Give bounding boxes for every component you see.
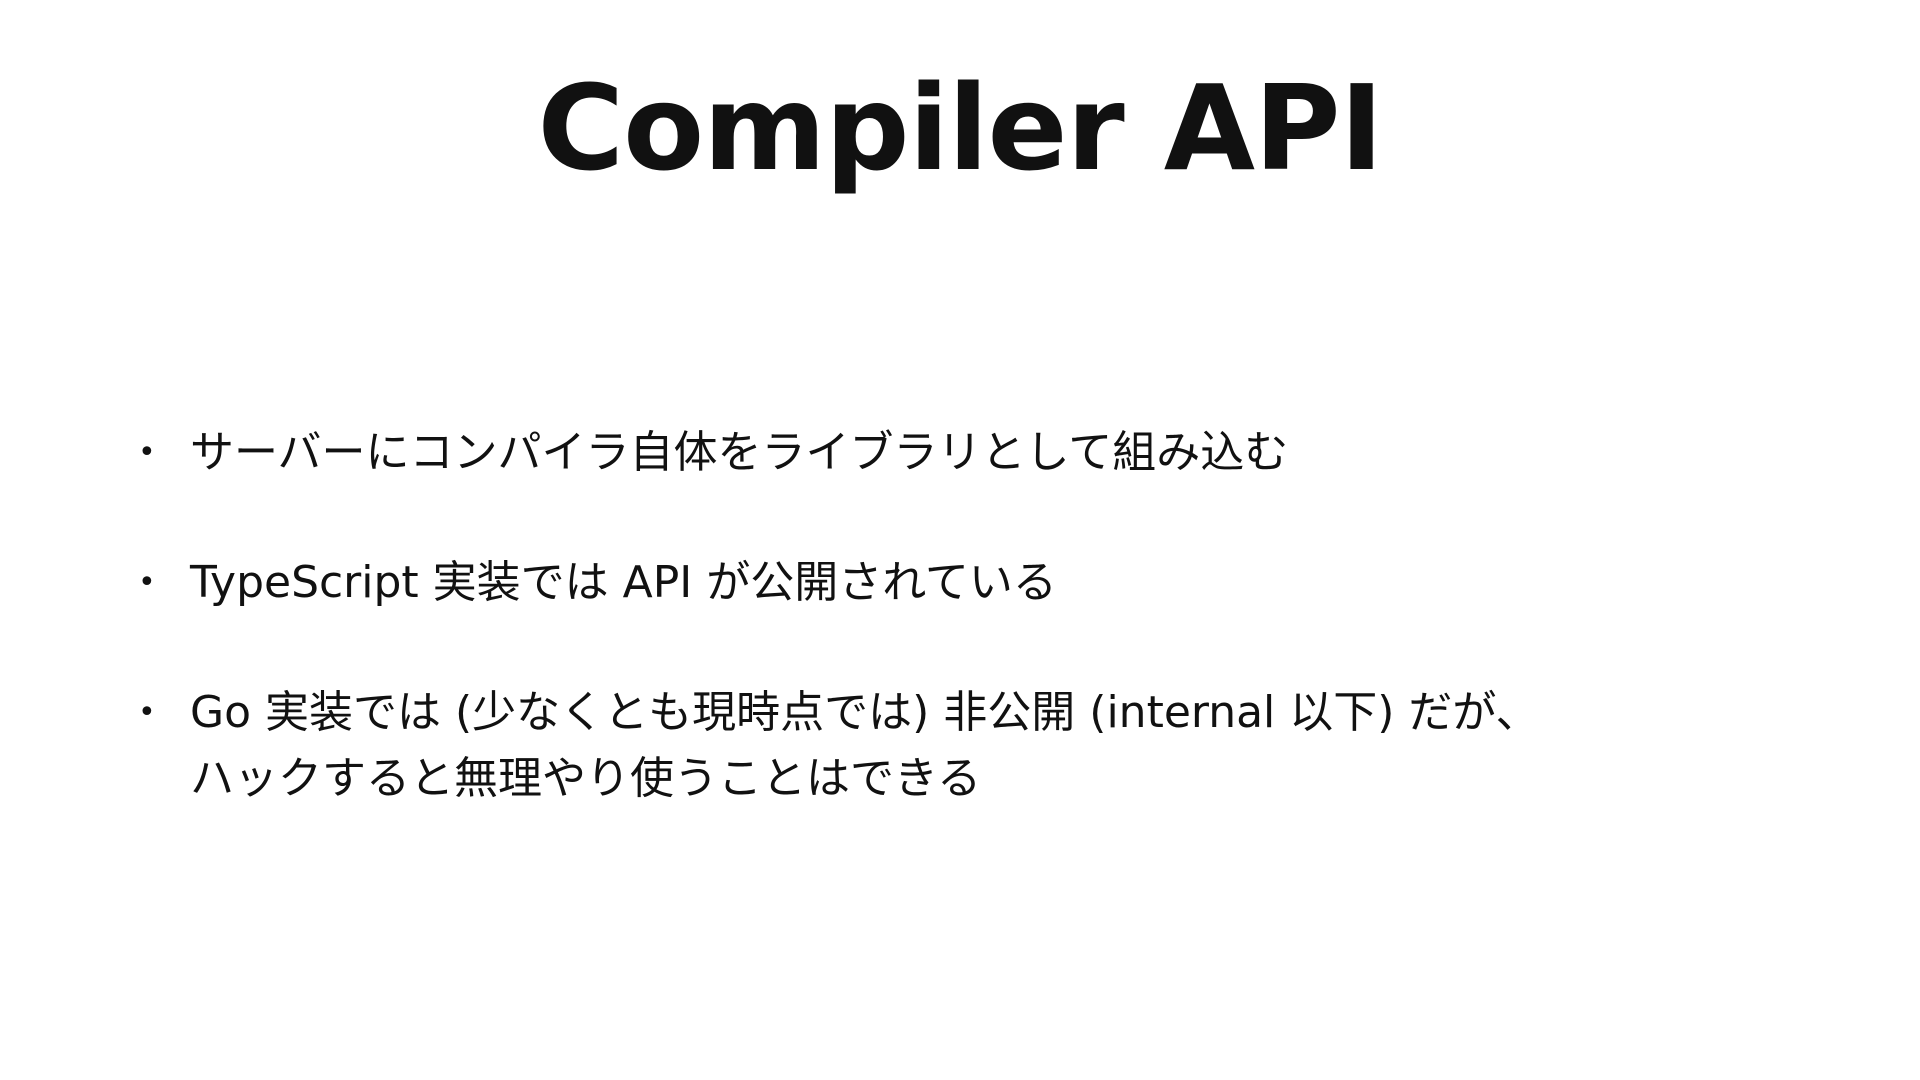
- list-item: • Go 実装では (少なくとも現時点では) 非公開 (internal 以下)…: [134, 680, 1834, 812]
- bullet-list: • サーバーにコンパイラ自体をライブラリとして組み込む • TypeScript…: [134, 420, 1834, 876]
- bullet-dot-icon: •: [138, 435, 156, 470]
- bullet-text: Go 実装では (少なくとも現時点では) 非公開 (internal 以下) だ…: [190, 687, 1540, 804]
- bullet-text: TypeScript 実装では API が公開されている: [190, 557, 1057, 608]
- list-item: • サーバーにコンパイラ自体をライブラリとして組み込む: [134, 420, 1834, 486]
- bullet-dot-icon: •: [138, 695, 156, 730]
- bullet-text: サーバーにコンパイラ自体をライブラリとして組み込む: [190, 427, 1289, 478]
- bullet-dot-icon: •: [138, 565, 156, 600]
- slide-title: Compiler API: [537, 59, 1384, 197]
- list-item: • TypeScript 実装では API が公開されている: [134, 550, 1834, 616]
